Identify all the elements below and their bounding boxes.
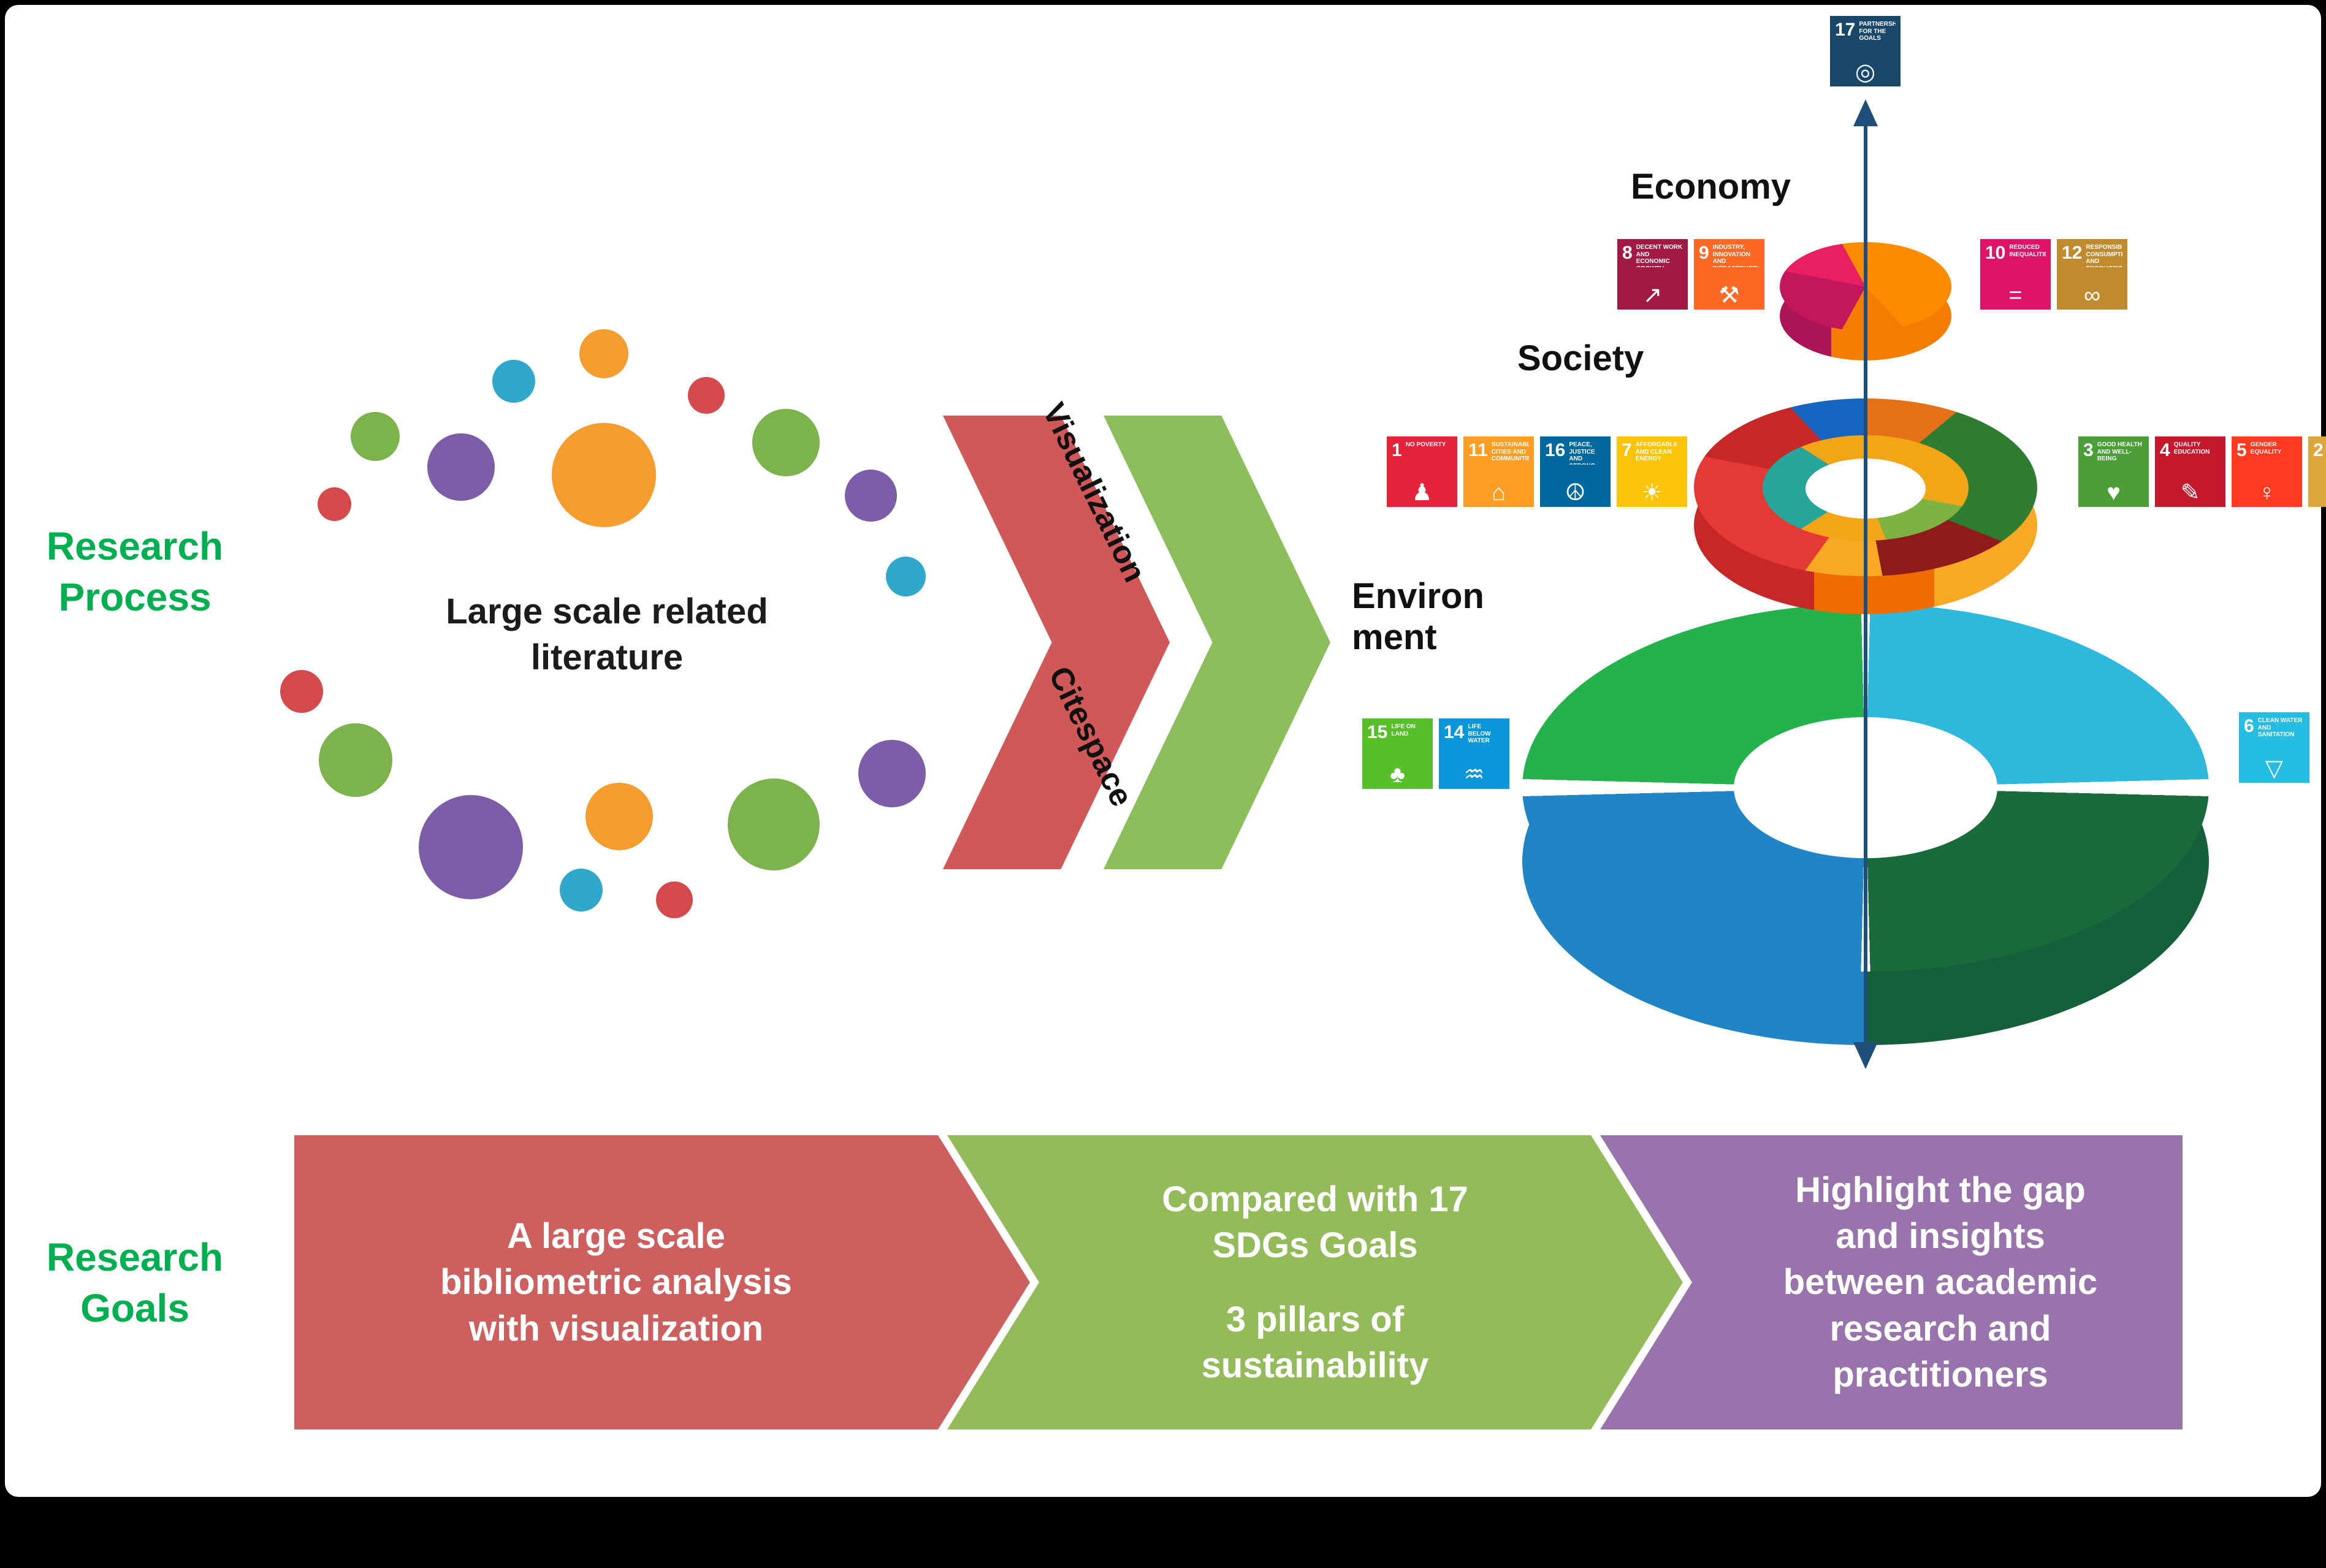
literature-dot — [885, 556, 926, 596]
axis-arrowhead-down-icon — [1853, 1042, 1878, 1069]
sdg-14-icon: ♒ — [1463, 762, 1485, 788]
sdg-15-label: LIFE ON LAND — [1391, 723, 1416, 737]
sdg-2-number: 2 — [2313, 440, 2324, 460]
sdg-6-label: CLEAN WATER AND SANITATION — [2257, 717, 2303, 738]
sdg-11-label: SUSTAINABLE CITIES AND COMMUNITIES — [1491, 441, 1529, 462]
goal-banner-sdgs-text-1: Compared with 17 SDGs Goals — [1162, 1179, 1468, 1266]
literature-dot — [492, 360, 535, 403]
sdg-tile-12: 12RESPONSIBLE CONSUMPTION AND PRODUCTION… — [2057, 239, 2127, 310]
sdg-12-label: RESPONSIBLE CONSUMPTION AND PRODUCTION — [2086, 244, 2122, 267]
sdg-4-number: 4 — [2160, 440, 2170, 460]
sdg-11-number: 11 — [1468, 440, 1488, 460]
goal-banner-bibliometric: A large scale bibliometric analysis with… — [294, 1135, 1030, 1429]
sdg-16-label: PEACE, JUSTICE AND STRONG INSTITUTIONS — [1569, 441, 1595, 465]
literature-dot — [579, 329, 628, 378]
literature-dot — [585, 783, 653, 850]
literature-dot — [560, 869, 603, 911]
sdg-7-number: 7 — [1622, 440, 1632, 460]
literature-dot — [844, 469, 897, 522]
goal-banner-bibliometric-text: A large scale bibliometric analysis with… — [440, 1216, 792, 1349]
sdg-4-icon: ✎ — [2180, 480, 2200, 506]
sdg-16-icon: ☮ — [1565, 480, 1586, 506]
sdg-9-icon: ⚒ — [1718, 283, 1740, 308]
axis-arrowhead-up-icon — [1853, 99, 1878, 126]
sdg-15-icon: ♣ — [1390, 762, 1405, 788]
sdg-8-label: DECENT WORK AND ECONOMIC GROWTH — [1636, 244, 1683, 267]
goal-banner-gap-text: Highlight the gap and insights between a… — [1783, 1170, 2098, 1395]
sdg-tile-11: 11SUSTAINABLE CITIES AND COMMUNITIES ⌂ — [1463, 436, 1534, 507]
sdg-10-number: 10 — [1985, 243, 2006, 263]
sdg-16-number: 16 — [1545, 440, 1566, 460]
sdg-2-icon: ♨ — [2308, 481, 2326, 504]
literature-dot — [752, 409, 820, 476]
society-label: Society — [1517, 338, 1644, 378]
sdg-12-number: 12 — [2062, 243, 2083, 263]
literature-dot — [552, 423, 656, 527]
sdg-4-label: QUALITY EDUCATION — [2173, 441, 2210, 455]
sdg-8-icon: ↗ — [1642, 283, 1663, 308]
literature-dot — [351, 412, 400, 461]
sdg-1-number: 1 — [1392, 440, 1402, 460]
sdg-3-number: 3 — [2083, 440, 2094, 460]
sdg-15-number: 15 — [1367, 722, 1388, 742]
sdg-5-label: GENDER EQUALITY — [2250, 441, 2282, 455]
research-goals-label: Research Goals — [46, 1235, 224, 1331]
literature-dot — [728, 778, 820, 870]
economy-label: Economy — [1631, 167, 1791, 207]
sdg-7-label: AFFORDABLE AND CLEAN ENERGY — [1635, 441, 1678, 462]
literature-cluster: Large scale related literature — [264, 319, 987, 969]
sdg-12-icon: ∞ — [2083, 283, 2101, 308]
literature-dot — [280, 670, 323, 713]
sdg-7-icon: ☀ — [1641, 480, 1663, 506]
goal-banner-sdgs-text-2: 3 pillars of sustainability — [1201, 1299, 1429, 1385]
literature-caption: Large scale related literature — [446, 592, 768, 678]
sdg-3-label: GOOD HEALTH AND WELL-BEING — [2097, 441, 2142, 462]
literature-dot — [419, 795, 523, 899]
sdg-17-label: PARTNERSHIPS FOR THE GOALS — [1859, 21, 1896, 42]
sdg-17-number: 17 — [1835, 20, 1856, 40]
literature-dot — [858, 740, 926, 807]
sdg-17-icon: ◎ — [1855, 59, 1876, 85]
literature-dot — [317, 487, 351, 521]
sdg-11-icon: ⌂ — [1492, 480, 1506, 506]
sdg-tile-2: 2ZERO HUNGER♨ — [2308, 436, 2326, 507]
literature-dot — [688, 377, 725, 414]
literature-dot — [656, 881, 693, 918]
sdg-6-number: 6 — [2244, 716, 2254, 736]
research-process-label: Research Process — [46, 524, 224, 620]
sdg-9-number: 9 — [1699, 243, 1709, 263]
sdg-5-number: 5 — [2236, 440, 2247, 460]
goal-banner-gap: Highlight the gap and insights between a… — [1600, 1135, 2183, 1429]
sdg-8-number: 8 — [1622, 243, 1633, 263]
sdg-1-icon: ♟ — [1411, 480, 1433, 506]
sdg-14-number: 14 — [1444, 722, 1465, 742]
goal-banner-sdgs: Compared with 17 SDGs Goals 3 pillars of… — [947, 1135, 1683, 1429]
sdg-14-label: LIFE BELOW WATER — [1468, 723, 1491, 744]
sdg-1-label: NO POVERTY — [1405, 441, 1446, 448]
literature-dot — [427, 433, 495, 501]
sdg-tile-17: 17PARTNERSHIPS FOR THE GOALS ◎ — [1830, 16, 1901, 86]
sdg-3-icon: ♥ — [2107, 480, 2121, 506]
sdg-10-label: REDUCED INEQUALITIES — [2009, 244, 2046, 258]
sdg-9-label: INDUSTRY, INNOVATION AND INFRASTRUCTURE — [1712, 244, 1760, 267]
sdg-10-icon: = — [2008, 283, 2023, 308]
sdg-axis-line — [1864, 123, 1867, 1045]
literature-dot — [319, 723, 392, 797]
sdg-5-icon: ♀ — [2258, 480, 2276, 506]
environment-label: Environ ment — [1352, 576, 1484, 657]
sdg-6-icon: ▽ — [2265, 756, 2284, 782]
